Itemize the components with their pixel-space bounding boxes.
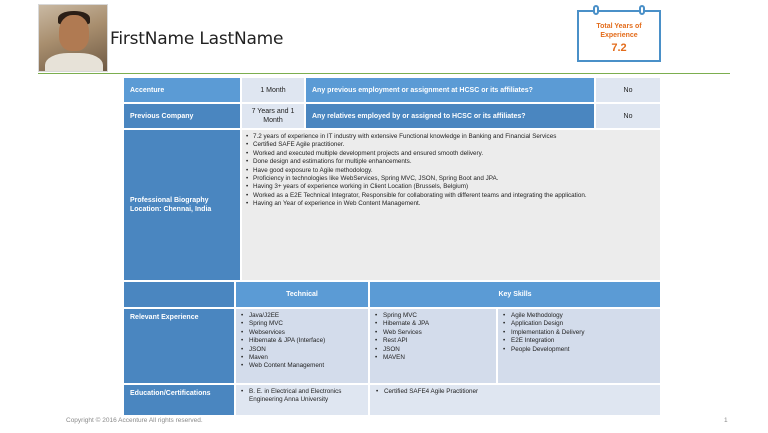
biography-item: 7.2 years of experience in IT industry w…	[246, 133, 656, 142]
technical-item: Hibernate & JPA	[375, 320, 491, 329]
candidate-name: FirstName LastName	[110, 29, 284, 49]
key-skill-item: People Development	[503, 346, 655, 355]
experience-card: Total Years of Experience 7.2	[577, 5, 661, 62]
experience-header-blank	[124, 282, 234, 307]
key-skills-list: Agile MethodologyApplication DesignImple…	[503, 312, 655, 354]
previous-company-label: Previous Company	[124, 104, 240, 128]
technical-item: Maven	[241, 354, 363, 363]
key-skill-item: E2E Integration	[503, 337, 655, 346]
technical-col2: Spring MVCHibernate & JPAWeb ServicesRes…	[370, 309, 496, 383]
copyright-text: Copyright © 2016 Accenture All rights re…	[66, 417, 203, 424]
binder-ring-icon	[639, 5, 645, 15]
header-divider	[38, 73, 730, 74]
binder-ring-icon	[593, 5, 599, 15]
previous-company-value: 7 Years and 1 Month	[242, 104, 304, 128]
page-number: 1	[724, 417, 728, 424]
education-label: Education/Certifications	[124, 385, 234, 415]
education-degree: B. E. in Electrical and Electronics Engi…	[241, 388, 363, 405]
technical-header: Technical	[236, 282, 368, 307]
question-previous-employment: Any previous employment or assignment at…	[306, 78, 594, 102]
biography-item: Done design and estimations for multiple…	[246, 158, 656, 167]
biography-content: 7.2 years of experience in IT industry w…	[242, 130, 660, 280]
technical-col1: Java/J2EESpring MVCWebservicesHibernate …	[236, 309, 368, 383]
technical-item: Spring MVC	[241, 320, 363, 329]
accenture-value: 1 Month	[242, 78, 304, 102]
technical-item: Web Content Management	[241, 362, 363, 371]
biography-item: Having an Year of experience in Web Cont…	[246, 200, 656, 209]
biography-item: Having 3+ years of experience working in…	[246, 183, 656, 192]
biography-list: 7.2 years of experience in IT industry w…	[246, 133, 656, 209]
profile-photo	[38, 4, 108, 72]
technical-item: JSON	[375, 346, 491, 355]
biography-item: Worked as a E2E Technical Integrator, Re…	[246, 192, 656, 201]
technical-item: Webservices	[241, 329, 363, 338]
technical-item: Rest API	[375, 337, 491, 346]
experience-label: Total Years of Experience	[596, 23, 642, 39]
technical-item: Hibernate & JPA (Interface)	[241, 337, 363, 346]
key-skill-item: Implementation & Delivery	[503, 329, 655, 338]
experience-value: 7.2	[611, 42, 627, 54]
technical-item: Web Services	[375, 329, 491, 338]
education-list: B. E. in Electrical and Electronics Engi…	[241, 388, 363, 405]
biography-item: Proficiency in technologies like WebServ…	[246, 175, 656, 184]
technical-item: JSON	[241, 346, 363, 355]
biography-label: Professional Biography Location: Chennai…	[124, 130, 240, 280]
question-relatives-employed: Any relatives employed by or assigned to…	[306, 104, 594, 128]
technical-item: Spring MVC	[375, 312, 491, 321]
answer-previous-employment: No	[596, 78, 660, 102]
key-skill-item: Agile Methodology	[503, 312, 655, 321]
certification-item: Certified SAFE4 Agile Practitioner	[376, 388, 654, 397]
technical-item: Java/J2EE	[241, 312, 363, 321]
relevant-experience-label: Relevant Experience	[124, 309, 234, 383]
technical-list-2: Spring MVCHibernate & JPAWeb ServicesRes…	[375, 312, 491, 363]
key-skill-item: Application Design	[503, 320, 655, 329]
key-skills-header: Key Skills	[370, 282, 660, 307]
technical-item: MAVEN	[375, 354, 491, 363]
technical-list-1: Java/J2EESpring MVCWebservicesHibernate …	[241, 312, 363, 371]
answer-relatives-employed: No	[596, 104, 660, 128]
accenture-label: Accenture	[124, 78, 240, 102]
certification-cell: Certified SAFE4 Agile Practitioner	[370, 385, 660, 415]
biography-item: Have good exposure to Agile methodology.	[246, 167, 656, 176]
certification-list: Certified SAFE4 Agile Practitioner	[376, 388, 654, 397]
education-degree-cell: B. E. in Electrical and Electronics Engi…	[236, 385, 368, 415]
key-skills-col: Agile MethodologyApplication DesignImple…	[498, 309, 660, 383]
biography-item: Worked and executed multiple development…	[246, 150, 656, 159]
biography-item: Certified SAFE Agile practitioner.	[246, 141, 656, 150]
